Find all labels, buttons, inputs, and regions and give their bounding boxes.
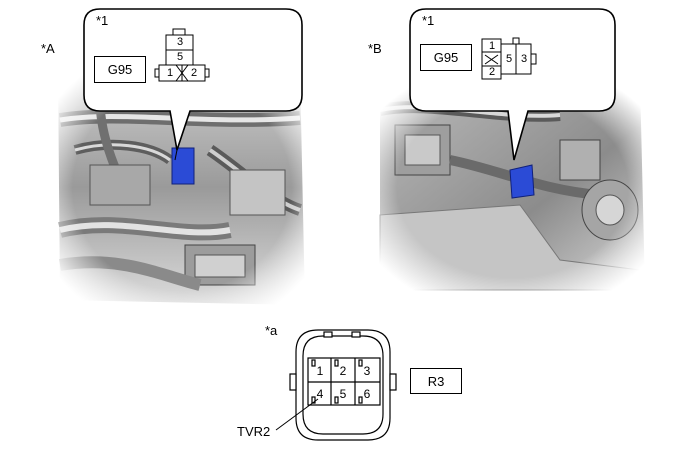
view-b-illustration [375,80,650,295]
r3-pin-1: 1 [316,364,324,378]
a-pin-2: 2 [190,67,198,79]
connector-a-face [154,28,210,82]
r3-code: R3 [427,373,445,389]
a-pin-1: 1 [166,67,174,79]
connector-code-b: G95 [433,50,459,65]
front-view-label: *a [265,323,278,338]
view-a-illustration [52,65,312,310]
connector-b-face [481,37,537,80]
b-pin-2: 2 [488,66,496,78]
callout-a-label: *1 [96,13,109,28]
connector-code-box-b: G95 [420,44,472,71]
r3-connector-face [289,329,397,441]
connector-code-a: G95 [107,62,133,77]
r3-pin-2: 2 [339,364,347,378]
view-b-label: *B [368,41,382,56]
a-pin-3: 3 [176,36,184,48]
r3-pin-3: 3 [363,364,371,378]
r3-code-box: R3 [410,368,462,394]
view-a-label: *A [41,41,55,56]
r3-pin-5: 5 [339,387,347,401]
tvr2-label: TVR2 [237,424,271,439]
b-pin-3: 3 [520,53,528,65]
callout-b-label: *1 [422,13,435,28]
a-pin-5: 5 [176,51,184,63]
b-pin-1: 1 [488,40,496,52]
r3-pin-6: 6 [363,387,371,401]
r3-pin-4: 4 [316,387,324,401]
tvr2-leader-line [275,398,319,431]
connector-code-box-a: G95 [94,56,146,83]
b-pin-5: 5 [505,53,513,65]
